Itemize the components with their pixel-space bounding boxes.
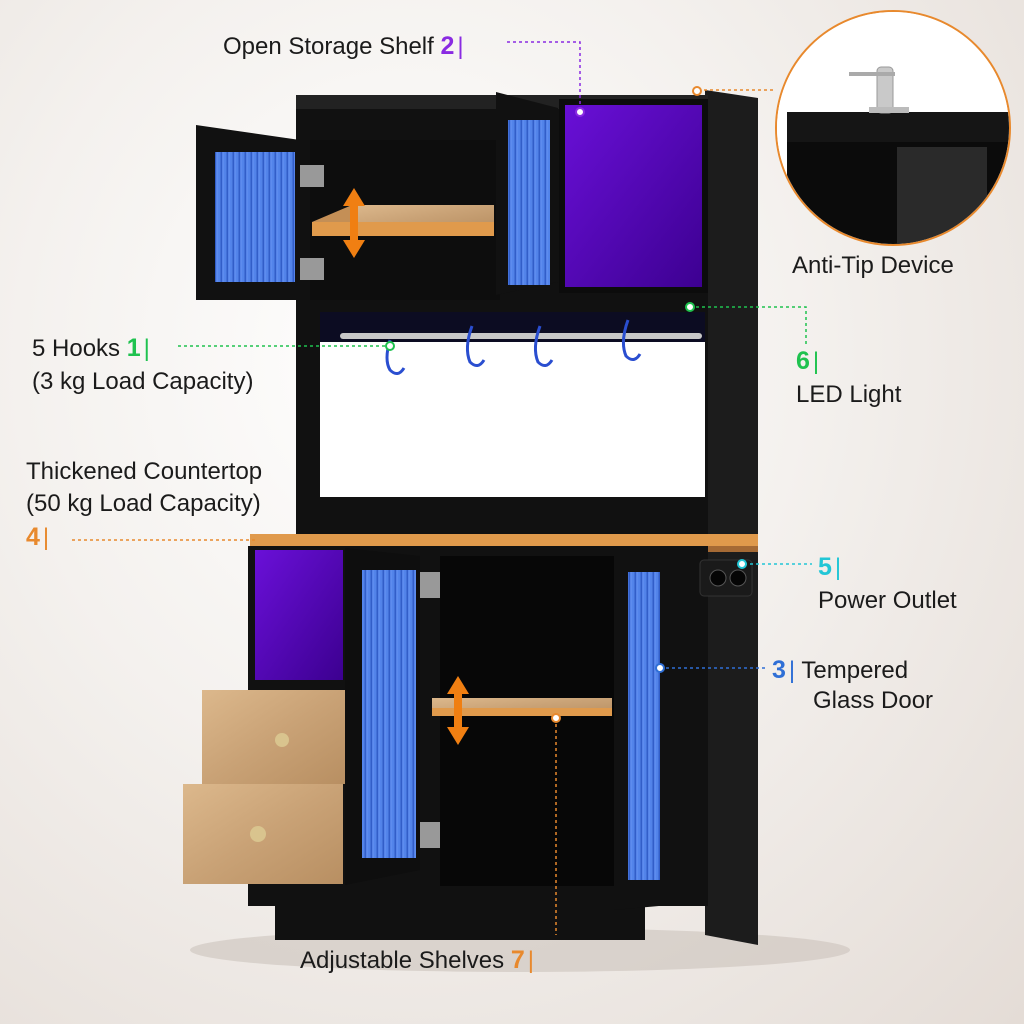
callout-number: 7 — [510, 946, 525, 974]
countertop — [250, 534, 758, 546]
callout-bar: | — [812, 348, 820, 375]
callout-dot — [385, 341, 395, 351]
callout-led: 6| LED Light — [796, 345, 901, 411]
callout-dot — [655, 663, 665, 673]
callout-bar: | — [788, 657, 796, 684]
callout-number: 6 — [796, 347, 810, 375]
callout-bar: | — [143, 335, 150, 362]
callout-sublabel: (3 kg Load Capacity) — [32, 367, 254, 395]
drawer-knob — [275, 733, 289, 747]
callout-anti-tip: Anti-Tip Device — [792, 250, 954, 282]
callout-bar: | — [527, 947, 534, 974]
upper-right-led-door — [562, 102, 705, 290]
callout-open-storage: Open Storage Shelf 2| — [223, 30, 464, 64]
upper-left-glass-panel — [215, 152, 295, 282]
callout-label: Open Storage Shelf — [223, 33, 434, 60]
callout-bar: | — [42, 523, 50, 551]
callout-number: 3 — [772, 656, 786, 684]
anti-tip-zoom — [775, 10, 1011, 246]
callout-hooks: 5 Hooks 1| (3 kg Load Capacity) — [32, 332, 253, 398]
callout-label: 5 Hooks — [32, 335, 121, 362]
hook — [621, 319, 642, 361]
callout-glass-door: 3| Tempered — [772, 654, 908, 688]
hook-rail — [340, 333, 702, 339]
callout-sublabel: (50 kg Load Capacity) — [26, 490, 261, 518]
callout-label: Glass Door — [813, 687, 934, 714]
lower-right-glass-panel — [628, 572, 660, 880]
lower-left-glass-panel — [362, 570, 416, 858]
callout-countertop: Thickened Countertop (50 kg Load Capacit… — [26, 456, 262, 555]
callout-label: Adjustable Shelves — [300, 947, 505, 974]
upper-middle-glass-panel — [508, 120, 550, 285]
callout-dot — [692, 86, 702, 96]
callout-bar: | — [834, 554, 842, 581]
callout-number: 4 — [26, 522, 40, 551]
callout-number: 5 — [818, 553, 832, 581]
callout-label: LED Light — [796, 380, 902, 408]
drawer-knob — [250, 826, 266, 842]
callout-label: Anti-Tip Device — [792, 252, 954, 279]
shelf-arrow — [343, 188, 365, 258]
callout-bar: | — [457, 33, 464, 60]
hook — [533, 325, 554, 367]
open-compartment — [320, 312, 705, 497]
drawer-top — [202, 690, 345, 784]
lower-left-led-panel — [255, 550, 343, 680]
callout-dot — [685, 302, 695, 312]
callout-label: Power Outlet — [818, 586, 957, 614]
shelf-arrow — [447, 676, 469, 745]
callout-dot — [575, 107, 585, 117]
leader-line-open-storage — [507, 41, 581, 110]
anti-tip-detail — [777, 12, 1009, 244]
hook — [385, 339, 406, 375]
callout-number: 2 — [440, 32, 455, 60]
callout-label: Tempered — [801, 657, 909, 684]
callout-outlet: 5| Power Outlet — [818, 551, 957, 617]
callout-shelves: Adjustable Shelves 7| — [300, 944, 534, 978]
leader-line-led — [690, 306, 807, 345]
hook — [465, 325, 486, 367]
cabinet-side-panel — [705, 90, 758, 945]
callout-glass-door-line2: Glass Door — [813, 685, 933, 717]
callout-label: Thickened Countertop — [26, 458, 263, 485]
lower-compartment — [440, 556, 620, 886]
callout-number: 1 — [126, 334, 141, 362]
callout-dot — [737, 559, 747, 569]
callout-dot — [551, 713, 561, 723]
